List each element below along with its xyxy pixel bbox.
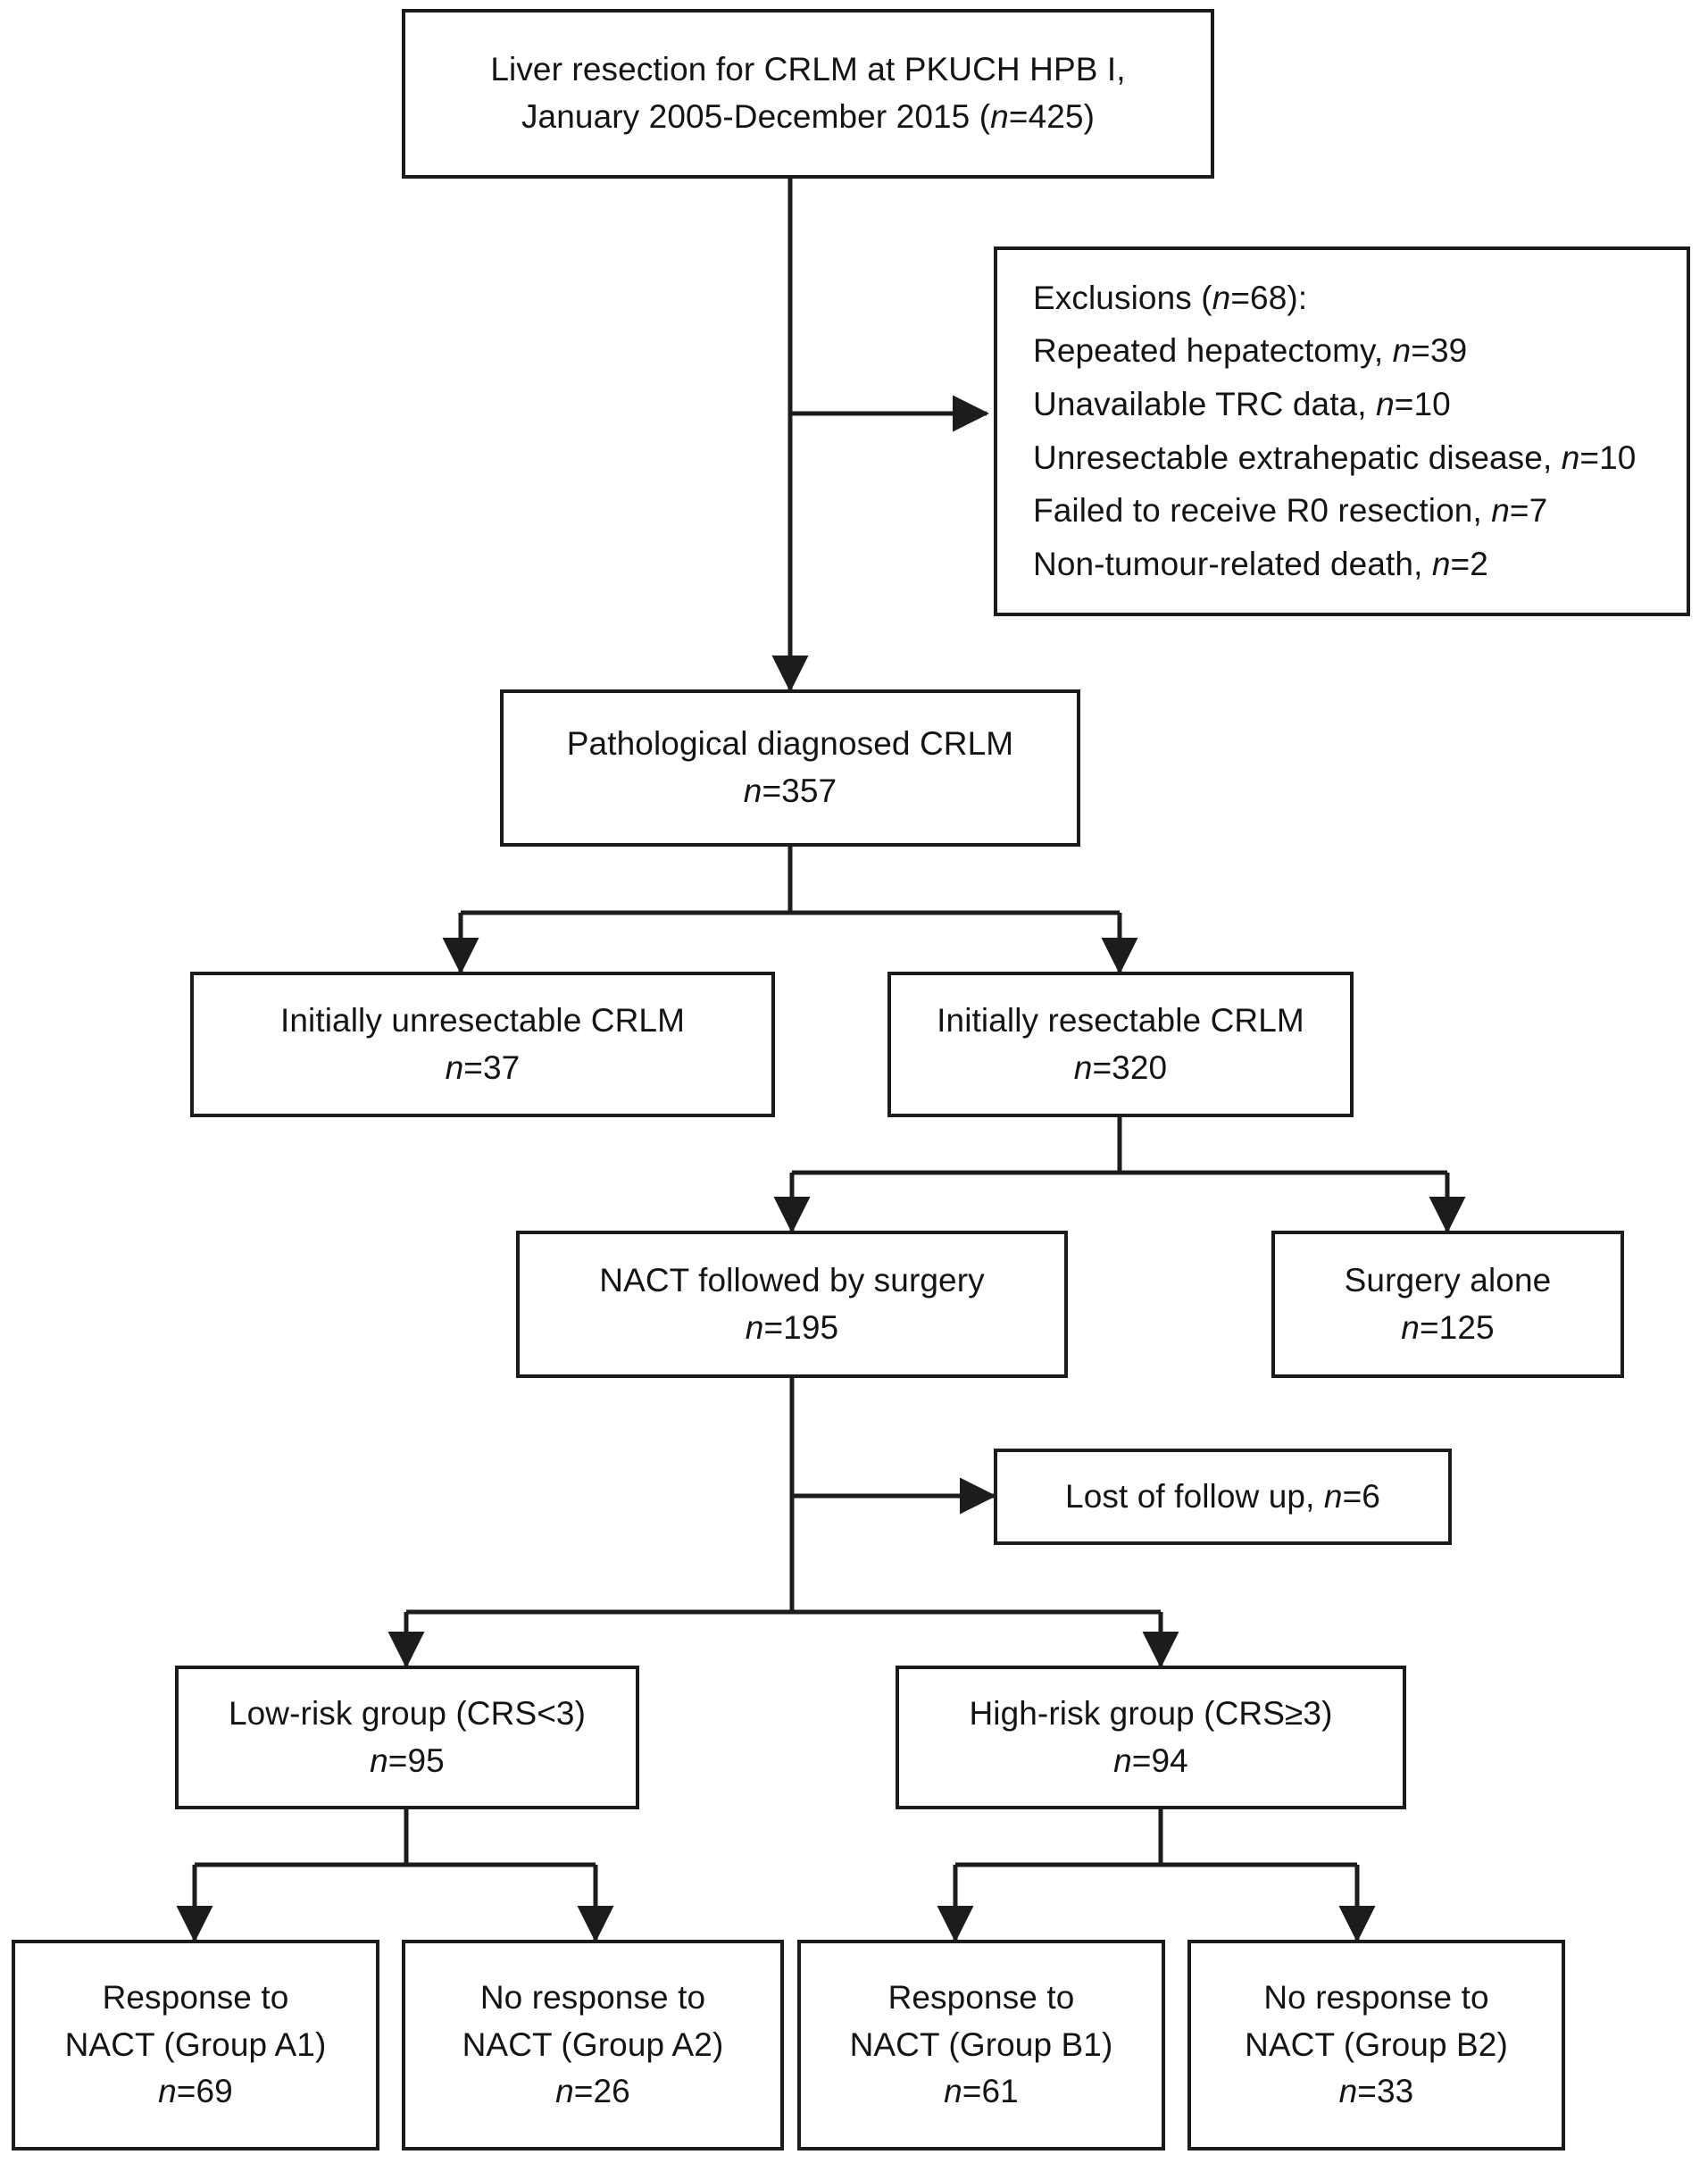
exclusion-item-value: =2 [1450, 545, 1488, 582]
high-risk-count: =94 [1131, 1741, 1188, 1779]
lost-followup-n-symbol: n [1323, 1477, 1343, 1515]
group-b2-count-line: n=33 [1339, 2068, 1414, 2116]
low-risk-n-symbol: n [370, 1741, 388, 1779]
nact-label: NACT followed by surgery [599, 1261, 985, 1299]
enrollment-line-1: Liver resection for CRLM at PKUCH HPB I, [490, 51, 1126, 88]
group-b2-count: =33 [1357, 2073, 1414, 2110]
group-a2-line-1: No response to [479, 1979, 706, 2017]
group-a1-count: =69 [176, 2073, 233, 2110]
unresectable-n-symbol: n [445, 1048, 464, 1086]
high-risk-label: High-risk group (CRS≥3) [969, 1694, 1333, 1732]
nact-count-line: n=195 [746, 1305, 838, 1352]
resectable-count: =320 [1092, 1048, 1168, 1086]
group-b1-count-line: n=61 [944, 2068, 1019, 2116]
node-enrollment: Liver resection for CRLM at PKUCH HPB I,… [402, 9, 1214, 179]
exclusion-item: Non-tumour-related death, n=2 [1033, 541, 1488, 589]
resectable-count-line: n=320 [1074, 1045, 1167, 1092]
enrollment-line-2: January 2005-December 2015 (n=425) [521, 94, 1095, 141]
diagnosed-label: Pathological diagnosed CRLM [566, 725, 1014, 763]
low-risk-count-line: n=95 [370, 1738, 445, 1785]
resectable-n-symbol: n [1073, 1048, 1093, 1086]
surgery-alone-count-line: n=125 [1401, 1305, 1494, 1352]
group-b1-line-2: NACT (Group B1) [849, 2025, 1113, 2063]
group-a2-count: =26 [573, 2073, 630, 2110]
node-group-a1: Response to NACT (Group A1) n=69 [12, 1940, 379, 2150]
high-risk-n-symbol: n [1113, 1741, 1132, 1779]
exclusion-item-label: Unresectable extrahepatic disease, [1033, 438, 1562, 476]
node-exclusions: Exclusions (n=68): Repeated hepatectomy,… [994, 246, 1690, 616]
node-group-b2: No response to NACT (Group B2) n=33 [1187, 1940, 1565, 2150]
unresectable-count-line: n=37 [446, 1045, 521, 1092]
enrollment-count: =425) [1008, 98, 1096, 135]
surgery-alone-label: Surgery alone [1344, 1261, 1552, 1299]
low-risk-label: Low-risk group (CRS<3) [228, 1694, 587, 1732]
group-a1-line-2: NACT (Group A1) [64, 2025, 327, 2063]
node-initially-resectable: Initially resectable CRLM n=320 [887, 972, 1354, 1117]
exclusion-item-label: Unavailable TRC data, [1033, 385, 1377, 422]
node-lost-of-follow-up: Lost of follow up, n=6 [994, 1449, 1452, 1545]
exclusion-item: Unavailable TRC data, n=10 [1033, 381, 1451, 429]
lost-followup-label: Lost of follow up, [1065, 1477, 1324, 1515]
unresectable-label: Initially unresectable CRLM [279, 1001, 686, 1039]
lost-followup-count: =6 [1342, 1477, 1380, 1515]
unresectable-count: =37 [463, 1048, 521, 1086]
diagnosed-count-line: n=357 [744, 768, 837, 815]
group-b1-count: =61 [962, 2073, 1019, 2110]
exclusion-item-label: Non-tumour-related death, [1033, 545, 1432, 582]
group-a1-count-line: n=69 [158, 2068, 233, 2116]
exclusion-item-n-symbol: n [1491, 492, 1510, 530]
diagnosed-n-symbol: n [743, 772, 762, 809]
exclusion-item-n-symbol: n [1561, 438, 1580, 476]
node-high-risk-group: High-risk group (CRS≥3) n=94 [896, 1666, 1406, 1809]
nact-n-symbol: n [745, 1308, 764, 1346]
group-b1-n-symbol: n [944, 2073, 962, 2110]
surgery-alone-count: =125 [1419, 1308, 1495, 1346]
lost-followup-line: Lost of follow up, n=6 [1065, 1474, 1380, 1521]
group-a2-n-symbol: n [555, 2073, 574, 2110]
low-risk-count: =95 [387, 1741, 445, 1779]
exclusion-item: Failed to receive R0 resection, n=7 [1033, 488, 1547, 535]
group-a2-count-line: n=26 [555, 2068, 630, 2116]
enrollment-line-2-prefix: January 2005-December 2015 ( [521, 98, 991, 135]
node-initially-unresectable: Initially unresectable CRLM n=37 [190, 972, 775, 1117]
node-pathological-diagnosed: Pathological diagnosed CRLM n=357 [500, 689, 1080, 847]
enrollment-n-symbol: n [990, 98, 1009, 135]
group-a1-n-symbol: n [158, 2073, 177, 2110]
exclusion-item: Unresectable extrahepatic disease, n=10 [1033, 435, 1637, 482]
exclusion-item-value: =7 [1509, 492, 1548, 530]
diagnosed-count: =357 [762, 772, 837, 809]
node-surgery-alone: Surgery alone n=125 [1271, 1231, 1624, 1378]
node-group-a2: No response to NACT (Group A2) n=26 [402, 1940, 784, 2150]
exclusion-item-n-symbol: n [1392, 332, 1412, 370]
exclusion-item-value: =39 [1411, 332, 1468, 370]
group-b2-line-1: No response to [1263, 1979, 1489, 2017]
nact-count: =195 [763, 1308, 839, 1346]
group-b1-line-1: Response to [887, 1979, 1075, 2017]
exclusion-item-label: Repeated hepatectomy, [1033, 332, 1393, 370]
exclusions-total: =68): [1230, 279, 1308, 316]
exclusion-item-n-symbol: n [1376, 385, 1395, 422]
node-low-risk-group: Low-risk group (CRS<3) n=95 [175, 1666, 639, 1809]
surgery-alone-n-symbol: n [1401, 1308, 1420, 1346]
resectable-label: Initially resectable CRLM [937, 1001, 1304, 1039]
exclusions-header: Exclusions (n=68): [1033, 275, 1307, 322]
high-risk-count-line: n=94 [1113, 1738, 1188, 1785]
group-a1-line-1: Response to [102, 1979, 289, 2017]
group-a2-line-2: NACT (Group A2) [462, 2025, 724, 2063]
node-nact-followed-by-surgery: NACT followed by surgery n=195 [516, 1231, 1068, 1378]
exclusion-item-value: =10 [1394, 385, 1451, 422]
exclusion-item-label: Failed to receive R0 resection, [1033, 492, 1492, 530]
group-b2-line-2: NACT (Group B2) [1245, 2025, 1508, 2063]
exclusions-header-prefix: Exclusions ( [1033, 279, 1212, 316]
exclusions-n-symbol: n [1212, 279, 1231, 316]
node-group-b1: Response to NACT (Group B1) n=61 [797, 1940, 1165, 2150]
exclusion-item-n-symbol: n [1431, 545, 1451, 582]
group-b2-n-symbol: n [1338, 2073, 1358, 2110]
exclusion-item: Repeated hepatectomy, n=39 [1033, 328, 1467, 375]
exclusion-item-value: =10 [1579, 438, 1637, 476]
